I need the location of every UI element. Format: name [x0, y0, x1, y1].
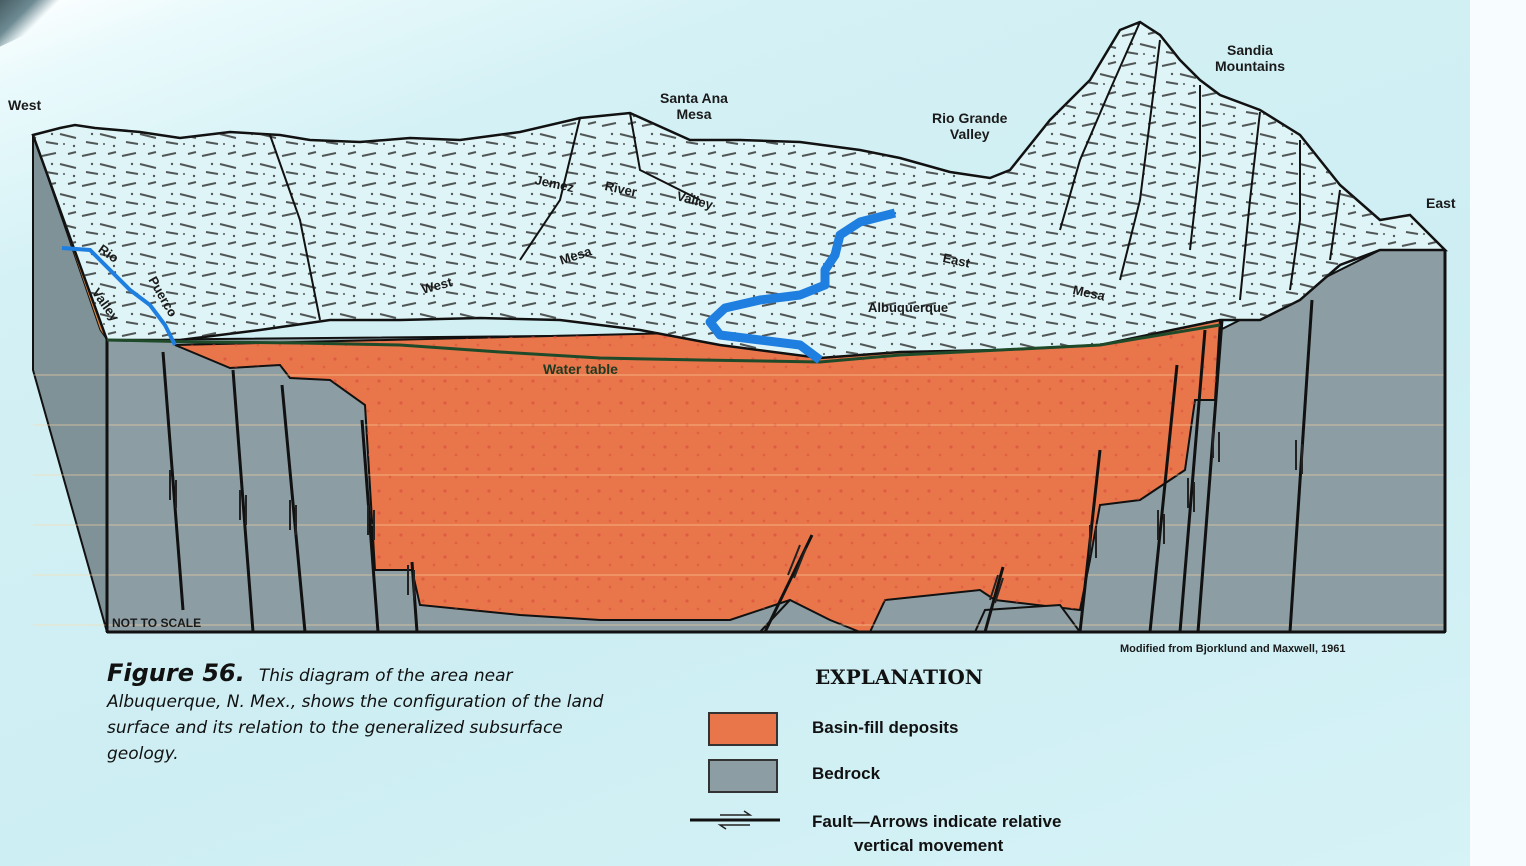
legend-title: EXPLANATION — [815, 665, 984, 689]
fault-label: Fault—Arrows indicate relative vertical … — [812, 812, 1062, 855]
water-table-line — [106, 323, 1221, 364]
bedrock-swatch — [708, 759, 778, 793]
sandia-mountains-label: Sandia Mountains — [1215, 42, 1285, 74]
page-margin — [1470, 0, 1526, 866]
fault-arrows — [169, 428, 1303, 604]
fault-symbol-icon — [690, 810, 780, 830]
east-label: East — [1426, 195, 1456, 211]
rio-puerco-river — [61, 246, 177, 346]
source-credit: Modified from Bjorklund and Maxwell, 196… — [1120, 643, 1346, 655]
bedrock-label: Bedrock — [812, 764, 881, 783]
water-table-label: Water table — [543, 361, 618, 377]
legend: EXPLANATION Basin-fill deposits Bedrock … — [690, 660, 1210, 860]
mountain-ridges — [269, 21, 1341, 321]
albuquerque-label: Albuquerque — [868, 300, 949, 315]
figure-caption: Figure 56.This diagram of the area near … — [107, 660, 607, 767]
basin-fill-swatch — [708, 712, 778, 746]
santa-ana-mesa-label: Santa Ana Mesa — [660, 90, 728, 122]
not-to-scale-note: NOT TO SCALE — [112, 616, 202, 630]
basin-fill-label: Basin-fill deposits — [812, 718, 959, 737]
west-label: West — [8, 97, 42, 113]
rio-grande-river — [705, 208, 897, 364]
rio-grande-valley-label: Rio Grande Valley — [932, 110, 1008, 142]
figure-number: Figure 56. — [107, 659, 245, 687]
caption-text: This diagram of the area near Albuquerqu… — [107, 666, 604, 764]
